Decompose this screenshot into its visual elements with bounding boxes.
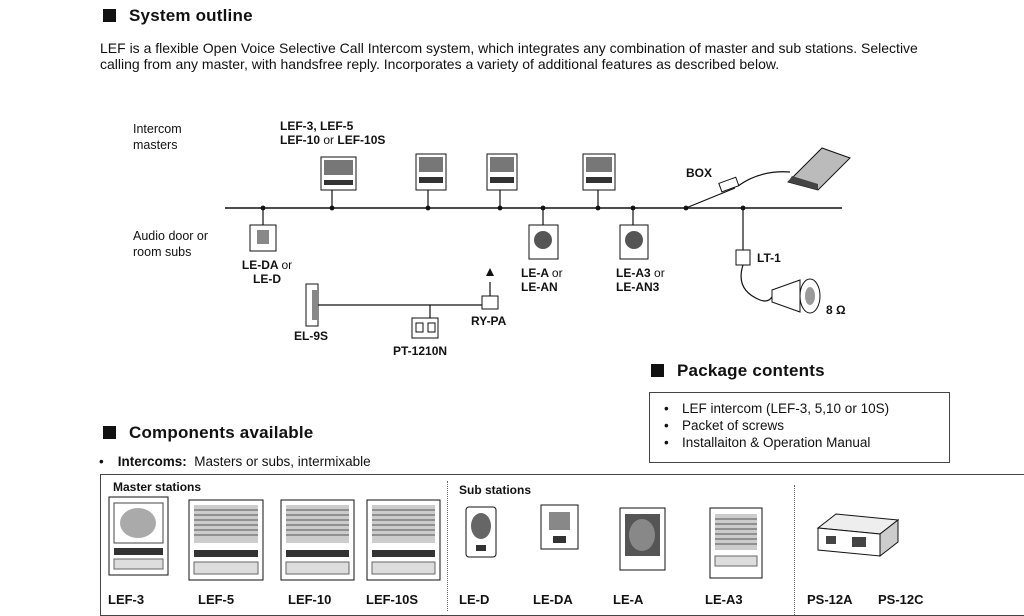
sub-stations-title: Sub stations bbox=[459, 483, 532, 497]
le-a3-model: LE-A3 bbox=[616, 266, 651, 280]
package-item: LEF intercom (LEF-3, 5,10 or 10S) bbox=[658, 400, 949, 417]
lt1-unit bbox=[735, 249, 751, 266]
lef-10s-illustration bbox=[366, 499, 441, 581]
intercoms-bullet-text: Masters or subs, intermixable bbox=[194, 454, 371, 469]
pt1210n-label: PT-1210N bbox=[393, 344, 448, 358]
le-a-illustration bbox=[619, 507, 666, 571]
system-outline-heading: System outline bbox=[103, 6, 253, 26]
master-model-lef10s: LEF-10S bbox=[337, 133, 386, 147]
intercoms-bullet-bold: Intercoms: bbox=[117, 454, 187, 469]
components-title: Components available bbox=[129, 423, 314, 442]
le-a-unit bbox=[528, 224, 559, 260]
lef-10-illustration bbox=[280, 499, 355, 581]
el9s-unit bbox=[305, 283, 319, 327]
package-contents-box: LEF intercom (LEF-3, 5,10 or 10S) Packet… bbox=[649, 392, 950, 463]
system-diagram bbox=[225, 147, 851, 339]
ohm-label: 8 Ω bbox=[826, 303, 846, 317]
le-da-illustration bbox=[540, 504, 579, 550]
components-illustrations bbox=[108, 496, 900, 581]
rypa-unit bbox=[481, 268, 499, 310]
le-a3-or: or bbox=[654, 266, 665, 280]
lef-master-unit-3 bbox=[486, 153, 518, 191]
master-model-or: or bbox=[323, 133, 335, 147]
package-contents-title: Package contents bbox=[677, 361, 825, 380]
intercoms-bullet: •Intercoms: Masters or subs, intermixabl… bbox=[99, 454, 371, 469]
lef-3-illustration bbox=[108, 496, 169, 576]
desk-master-unit bbox=[787, 147, 851, 191]
package-contents-list: LEF intercom (LEF-3, 5,10 or 10S) Packet… bbox=[658, 400, 949, 451]
package-contents-heading: Package contents bbox=[651, 361, 825, 381]
box-label: BOX bbox=[686, 166, 713, 180]
package-item: Packet of screws bbox=[658, 417, 949, 434]
box-unit bbox=[718, 176, 740, 193]
le-a3-label: LE-A3 or LE-AN3 bbox=[616, 266, 665, 294]
heading-square-icon bbox=[103, 426, 116, 439]
components-heading: Components available bbox=[103, 423, 313, 443]
el9s-label: EL-9S bbox=[294, 329, 329, 343]
system-outline-title: System outline bbox=[129, 6, 253, 25]
lt1-label: LT-1 bbox=[757, 251, 781, 265]
lef-master-unit-1 bbox=[320, 156, 357, 191]
master-stations-title: Master stations bbox=[113, 480, 202, 494]
masters-label: Intercom masters bbox=[133, 122, 182, 152]
section-divider bbox=[447, 481, 448, 611]
horn-speaker-icon bbox=[771, 278, 821, 314]
le-a-label: LE-A or LE-AN bbox=[521, 266, 563, 294]
le-da-model: LE-DA bbox=[241, 258, 279, 272]
master-models-line1: LEF-3, LEF-5 bbox=[280, 119, 354, 133]
intro-paragraph: LEF is a flexible Open Voice Selective C… bbox=[100, 40, 918, 72]
lef-5-illustration bbox=[188, 499, 264, 581]
lef-master-unit-2 bbox=[415, 153, 447, 191]
pt1210n-unit bbox=[411, 317, 439, 339]
subs-label: Audio door or room subs bbox=[133, 229, 209, 259]
le-d-illustration bbox=[465, 506, 497, 558]
le-an-model: LE-AN bbox=[521, 280, 558, 294]
le-da-label: LE-DA or LE-D bbox=[237, 258, 297, 286]
package-item: Installaiton & Operation Manual bbox=[658, 434, 949, 451]
le-da-or: or bbox=[281, 258, 293, 272]
master-model-lef10: LEF-10 bbox=[280, 133, 321, 147]
lef-master-unit-4 bbox=[582, 153, 616, 191]
le-d-model: LE-D bbox=[253, 272, 281, 286]
le-da-unit bbox=[249, 224, 277, 252]
rypa-label: RY-PA bbox=[471, 314, 507, 328]
power-supply-illustration bbox=[816, 513, 900, 558]
le-a3-unit bbox=[619, 224, 649, 260]
section-divider bbox=[794, 485, 795, 615]
le-an3-model: LE-AN3 bbox=[616, 280, 660, 294]
le-a-model: LE-A bbox=[521, 266, 549, 280]
master-models-label: LEF-3, LEF-5 LEF-10 or LEF-10S bbox=[280, 119, 385, 147]
heading-square-icon bbox=[651, 364, 664, 377]
heading-square-icon bbox=[103, 9, 116, 22]
le-a3-illustration bbox=[709, 507, 763, 579]
le-a-or: or bbox=[551, 266, 563, 280]
